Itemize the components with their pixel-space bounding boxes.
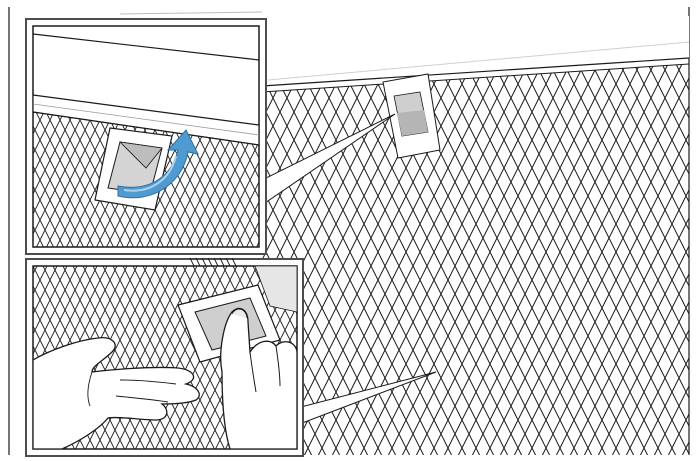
filter-mesh	[262, 64, 689, 455]
inset-pull-tab-detail	[26, 19, 266, 254]
inset-hand-grip-detail	[26, 259, 303, 456]
